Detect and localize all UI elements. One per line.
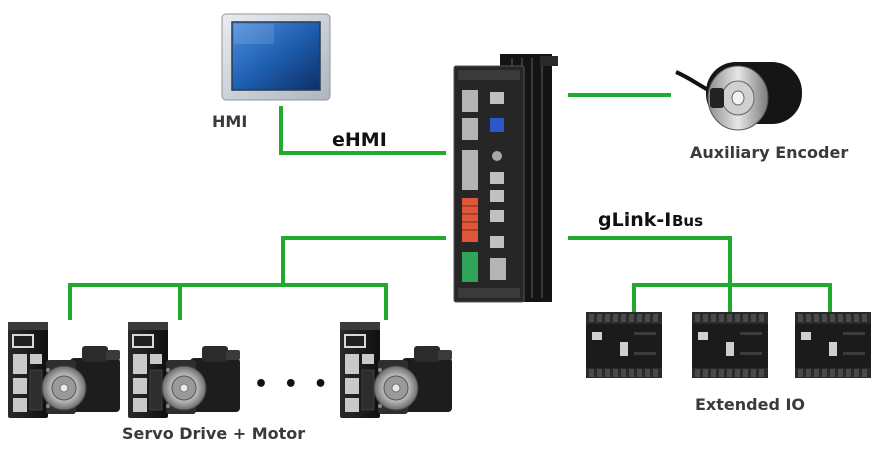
bus-label: Bus — [672, 212, 704, 230]
io-module-icon — [692, 312, 768, 378]
glink-label: gLink-I — [598, 209, 672, 231]
servo-label: Servo Drive + Motor — [122, 424, 306, 443]
servo-drive-icon — [339, 321, 453, 419]
encoder-label: Auxiliary Encoder — [690, 143, 849, 162]
ehmi-label: eHMI — [332, 129, 387, 151]
glink-bus — [568, 236, 732, 287]
ehmi-link — [279, 106, 446, 155]
servo-drive-icon — [7, 321, 121, 419]
hmi-label: HMI — [212, 112, 248, 131]
servo-bus — [281, 236, 446, 287]
encoder-icon — [675, 62, 802, 131]
extio-label: Extended IO — [695, 395, 806, 414]
ellipsis-label: • • • — [254, 372, 332, 397]
io-module-icon — [586, 312, 662, 378]
controller-icon — [453, 54, 558, 303]
connection-lines — [68, 93, 832, 320]
servo-drive-icon — [127, 321, 241, 419]
hmi-panel-icon — [221, 13, 331, 101]
io-module-icon — [795, 312, 871, 378]
